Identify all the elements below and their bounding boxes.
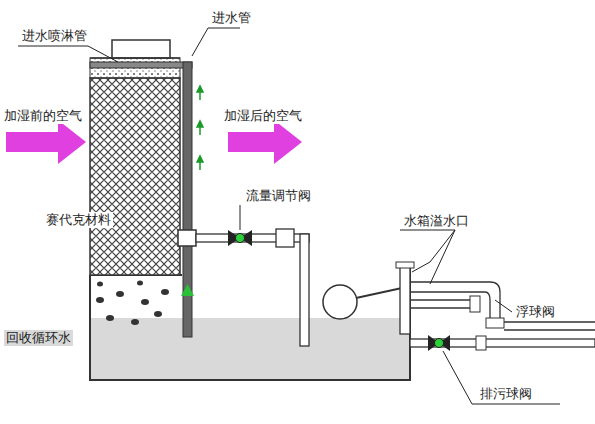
part-label: 赛代克材料 [44,212,113,228]
air-label: 加湿前的空气 [2,108,84,124]
part-label: 进水喷淋管 [20,28,89,44]
part-label: 水箱溢水口 [402,213,471,229]
water-label: 回收循环水 [4,330,73,346]
air-label: 加湿后的空气 [222,108,304,124]
part-label: 进水管 [210,10,253,26]
part-label: 流量调节阀 [244,188,313,204]
part-label: 排污球阀 [478,386,534,402]
part-label: 浮球阀 [514,304,557,320]
